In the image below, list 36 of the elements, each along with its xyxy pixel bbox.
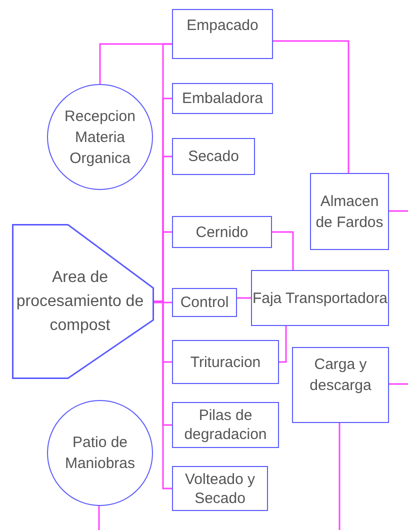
process-box xyxy=(172,466,268,511)
pentagon-shape xyxy=(12,224,154,379)
connector-line xyxy=(389,210,408,212)
process-box xyxy=(172,83,273,114)
node-label: Pilas de degradacion xyxy=(183,406,268,444)
node-label: Empacado xyxy=(186,16,258,35)
node-label: Cernido xyxy=(196,222,248,242)
node-label: Secado xyxy=(188,147,239,166)
connector-line xyxy=(154,302,172,304)
process-box xyxy=(172,340,279,384)
process-box xyxy=(172,402,279,448)
process-box xyxy=(292,347,389,423)
node-label: Embaladora xyxy=(182,89,263,108)
node-label: Control xyxy=(180,293,229,312)
connector-line xyxy=(272,231,294,270)
process-box xyxy=(172,9,273,59)
node-label: Volteado y Secado xyxy=(184,470,256,508)
node-label: Recepcion Materia Organica xyxy=(64,106,136,168)
connector-line xyxy=(273,40,350,173)
node-label: Patio de Maniobras xyxy=(64,433,136,474)
process-box xyxy=(251,270,389,326)
connector-line xyxy=(338,423,340,530)
connector-line xyxy=(98,506,100,530)
process-box xyxy=(310,173,389,250)
node-label: Area de procesamiento de compost xyxy=(15,268,145,336)
connector-line xyxy=(154,300,172,490)
process-box xyxy=(172,288,237,317)
connector-line xyxy=(279,326,287,363)
node-label: Trituracion xyxy=(190,352,261,372)
connector-line xyxy=(237,297,251,299)
node-label: Faja Transportadora xyxy=(252,288,388,308)
node-label: Carga y descarga xyxy=(308,355,372,396)
node-label: Almacen de Fardos xyxy=(314,192,384,232)
connector-line xyxy=(389,383,408,385)
process-box xyxy=(172,216,272,248)
process-box xyxy=(172,138,255,175)
